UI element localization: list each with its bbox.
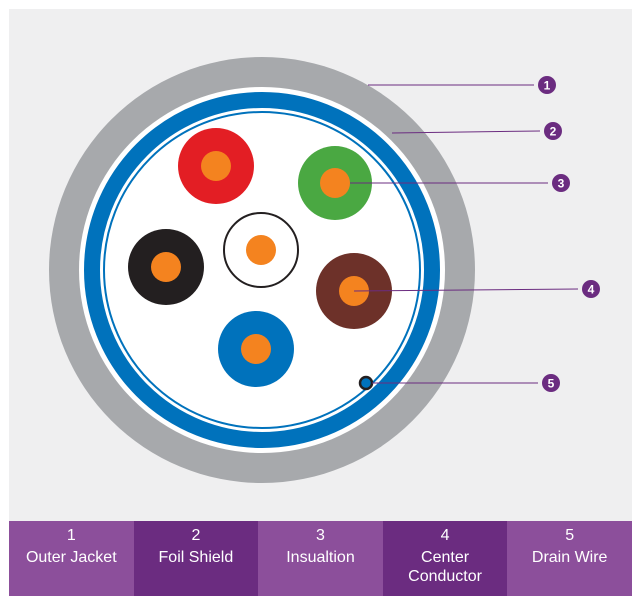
wire-blue (218, 311, 294, 387)
legend-bar: 1 Outer Jacket 2 Foil Shield 3 Insualtio… (9, 521, 632, 596)
wire-green (298, 146, 372, 220)
wire-green-conductor (320, 168, 350, 198)
callout-badge-1: 1 (538, 76, 556, 94)
legend-label: Center Conductor (408, 549, 482, 585)
callout-badge-4: 4 (582, 280, 600, 298)
legend-item-foil-shield: 2 Foil Shield (133, 521, 259, 596)
callout-line-4 (353, 288, 579, 292)
wire-red (178, 128, 254, 204)
drain-wire (358, 375, 374, 391)
callout-number-4: 4 (588, 283, 595, 297)
callout-badge-5: 5 (542, 374, 560, 392)
wire-blue-conductor (241, 334, 271, 364)
foil-shield (84, 92, 440, 448)
legend-number: 2 (191, 527, 201, 544)
legend-item-insulation: 3 Insualtion (258, 521, 383, 596)
legend-item-drain-wire: 5 Drain Wire (507, 521, 632, 596)
legend-label: Insualtion (286, 549, 355, 566)
legend-number: 5 (565, 527, 575, 544)
legend-item-outer-jacket: 1 Outer Jacket (9, 521, 134, 596)
legend-label: Drain Wire (531, 549, 608, 566)
callout-number-1: 1 (544, 79, 551, 93)
wire-white-conductor (246, 235, 276, 265)
legend-number: 1 (66, 527, 76, 544)
wire-red-conductor (201, 151, 231, 181)
callout-badge-3: 3 (552, 174, 570, 192)
callout-number-3: 3 (558, 177, 565, 191)
legend-label: Outer Jacket (25, 549, 117, 566)
wire-black (128, 229, 204, 305)
wire-black-conductor (151, 252, 181, 282)
legend-item-center-conductor: 4 Center Conductor (382, 521, 508, 596)
callout-number-5: 5 (548, 377, 555, 391)
callout-line-2 (391, 130, 541, 134)
foil-shield-inner-line (103, 111, 421, 429)
callout-badge-2: 2 (544, 122, 562, 140)
legend-number: 3 (316, 527, 325, 544)
legend-label: Foil Shield (158, 549, 234, 566)
legend-number: 4 (440, 527, 450, 544)
callout-number-2: 2 (550, 125, 557, 139)
wire-white (223, 212, 299, 288)
